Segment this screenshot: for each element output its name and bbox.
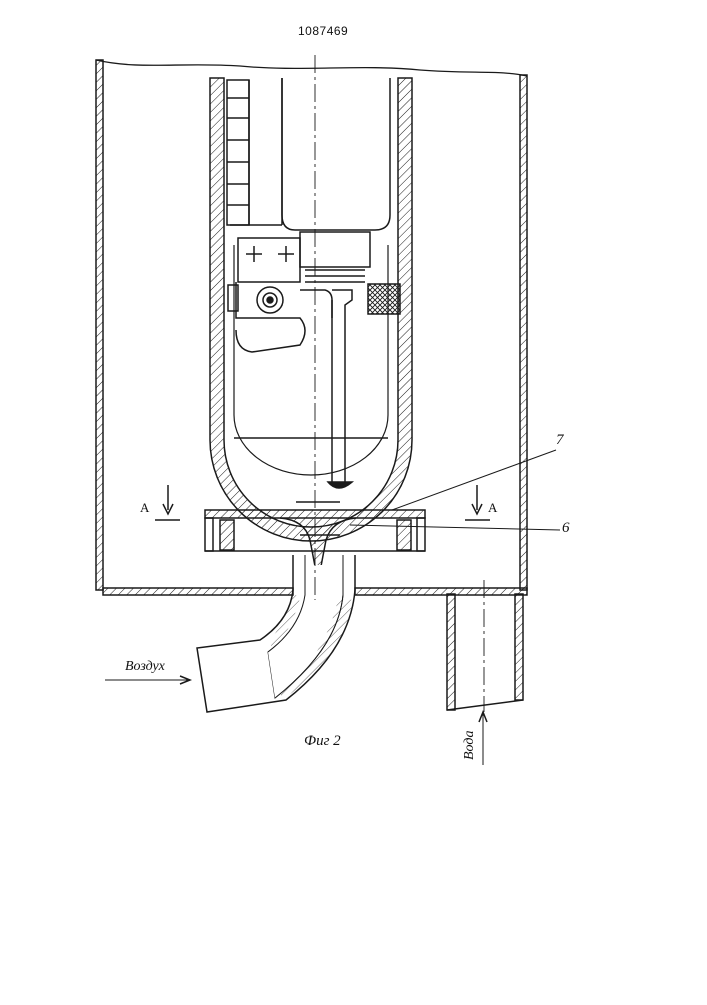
block-stack <box>227 80 249 225</box>
patent-number: 1087469 <box>298 24 348 38</box>
seal-block <box>368 284 400 314</box>
lever-mechanism <box>228 238 332 352</box>
water-label: Вода <box>462 731 478 760</box>
section-label-left: A <box>140 500 149 516</box>
water-pipe <box>447 594 523 710</box>
leader-7 <box>392 450 556 510</box>
figure-caption: Фиг 2 <box>304 733 341 750</box>
float-rod <box>328 290 352 488</box>
section-label-right: A <box>488 500 497 516</box>
air-label: Воздух <box>125 659 165 675</box>
leader-6 <box>350 525 560 530</box>
air-arrow <box>105 676 190 684</box>
part-label-6: 6 <box>562 520 570 537</box>
air-pipe <box>197 555 355 712</box>
water-arrow <box>479 712 487 765</box>
part-label-7: 7 <box>556 432 564 449</box>
